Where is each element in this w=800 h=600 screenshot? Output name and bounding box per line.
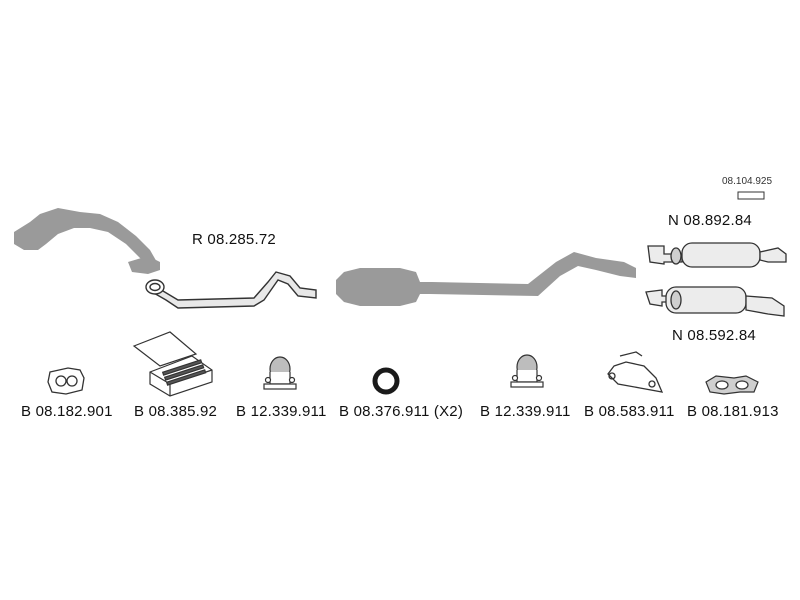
mounting-kit-box-icon	[132, 331, 213, 397]
middle-silencer-pipe	[336, 252, 636, 306]
front-downpipe	[14, 208, 160, 274]
small-bracket-part	[737, 191, 765, 200]
accessory-label-gasket: B 08.182.901	[21, 403, 113, 420]
accessory-label-bracket: B 08.583.911	[584, 403, 675, 420]
rear-muffler-bottom-label: N 08.592.84	[672, 327, 756, 344]
accessory-label-mounting-kit: B 08.385.92	[134, 403, 218, 420]
gasket-icon-2	[705, 375, 759, 395]
main-pipe	[145, 271, 317, 309]
pipe-clamp-icon-2	[510, 354, 544, 388]
small-part-label: 08.104.925	[722, 176, 773, 187]
accessory-label-rubber-ring: B 08.376.911 (X2)	[339, 403, 464, 420]
rear-muffler-bottom	[645, 286, 785, 317]
rear-muffler-top	[647, 242, 787, 268]
accessory-label-clamp-2: B 12.339.911	[480, 403, 571, 420]
rubber-ring-icon	[372, 367, 400, 395]
accessory-label-gasket-2: B 08.181.913	[687, 403, 779, 420]
pipe-clamp-icon	[263, 356, 297, 390]
gasket-icon	[47, 367, 85, 395]
mounting-bracket-icon	[607, 351, 664, 393]
main-pipe-label: R 08.285.72	[192, 231, 276, 248]
accessory-label-clamp: B 12.339.911	[236, 403, 327, 420]
rear-muffler-top-label: N 08.892.84	[668, 212, 752, 229]
